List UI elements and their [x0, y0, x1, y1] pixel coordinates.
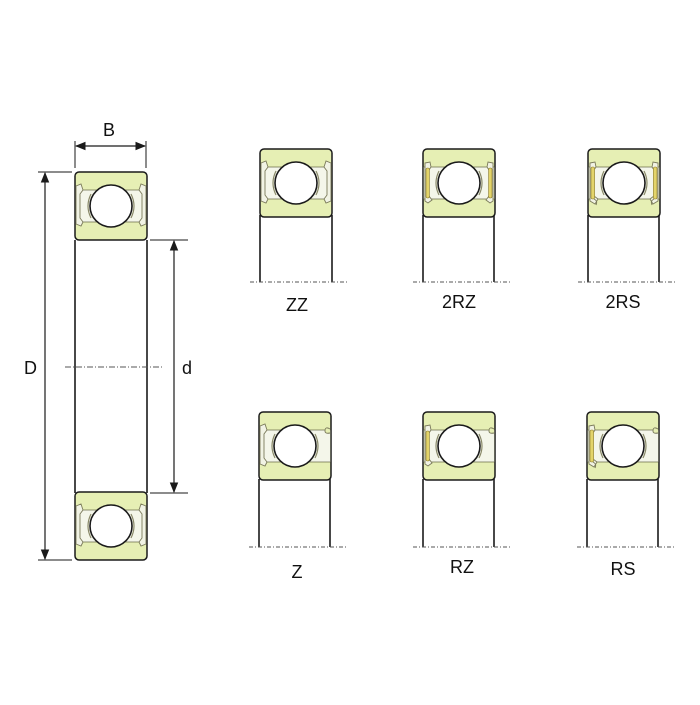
inner-diameter-label: d	[182, 358, 193, 378]
variant-label-z: Z	[291, 562, 303, 582]
variant-rz	[413, 411, 511, 548]
variant-rs	[577, 411, 675, 548]
variant-label-rs: RS	[610, 559, 636, 579]
variant-label-rz: RZ	[450, 557, 474, 577]
variant-2rs	[578, 148, 676, 283]
outer-diameter-label: D	[24, 358, 37, 378]
variant-label-zz: ZZ	[286, 295, 308, 315]
bearing-section-top	[74, 171, 148, 241]
variant-z	[249, 411, 346, 548]
variant-label-2rs: 2RS	[605, 292, 641, 312]
variant-zz	[250, 148, 348, 283]
variant-2rz	[413, 148, 511, 283]
variant-label-2rz: 2RZ	[441, 292, 477, 312]
bearing-section-bottom	[74, 491, 148, 561]
width-dimension-label: B	[103, 120, 116, 140]
main-bearing-drawing	[38, 141, 188, 561]
